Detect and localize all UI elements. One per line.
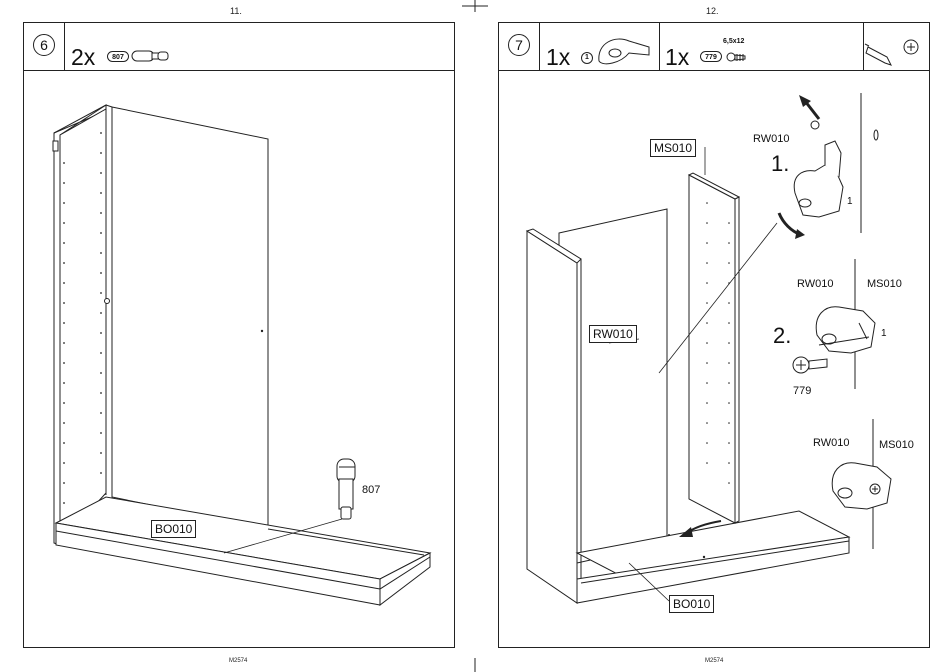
step1-part-label: 1 [847,197,853,207]
ms010-label: MS010 [650,139,696,157]
cabinet-assembly-drawing-step-6 [24,23,456,649]
step2-number: 2. [773,325,791,347]
connector-step1-icon [794,93,878,233]
step2-rw010-label: RW010 [797,278,833,290]
step2-screw-label: 779 [793,385,811,397]
part-807-label: 807 [362,484,380,496]
cabinet-assembly-drawing-step-7 [499,23,931,649]
screw-779-icon [793,357,827,373]
rw010-label: RW010 [589,325,637,343]
step3-rw010-label: RW010 [813,437,849,449]
footer-left: M2574 [229,658,247,664]
step2-ms010-label: MS010 [867,278,902,290]
step1-rw010-label: RW010 [753,133,789,145]
page-number-right: 12. [706,6,719,16]
dowel-807-icon [337,459,355,519]
footer-right: M2574 [705,658,723,664]
step-7-panel: 7 1x 1 1x 779 6,5x12 [498,22,930,648]
step-6-panel: 6 2x 807 [23,22,455,648]
step2-part-label: 1 [881,329,887,339]
bo010-label: BO010 [669,595,714,613]
bo010-label: BO010 [151,520,196,538]
step3-ms010-label: MS010 [879,439,914,451]
step1-number: 1. [771,153,789,175]
page-number-left: 11. [230,6,242,16]
